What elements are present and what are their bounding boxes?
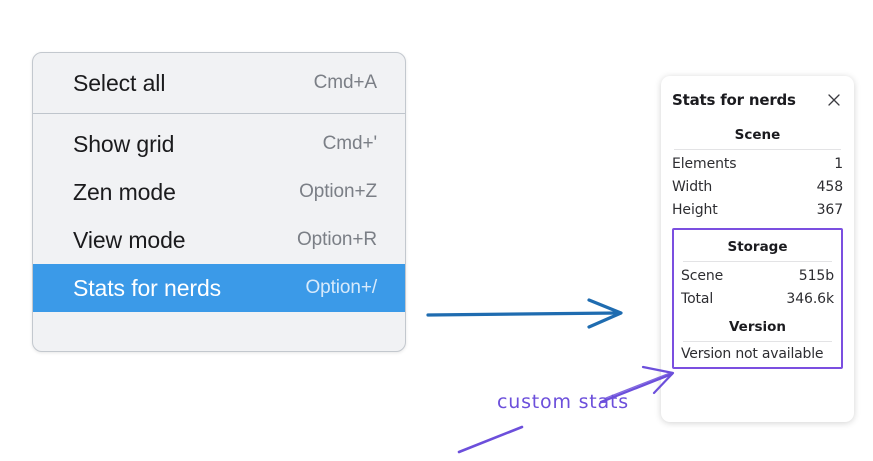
- menu-item-stats-for-nerds[interactable]: Stats for nerds Option+/: [33, 264, 405, 312]
- stat-key: Elements: [672, 155, 737, 172]
- divider: [683, 261, 832, 262]
- stats-for-nerds-panel: Stats for nerds Scene Elements 1 Width 4…: [661, 76, 854, 422]
- stat-key: Height: [672, 201, 718, 218]
- panel-header: Stats for nerds: [672, 76, 843, 118]
- menu-item-shortcut: Option+Z: [299, 181, 377, 202]
- divider: [674, 149, 841, 150]
- menu-item-label: Zen mode: [73, 178, 176, 205]
- menu-item-label: Select all: [73, 69, 166, 96]
- stat-row-storage-total: Total 346.6k: [681, 287, 834, 310]
- version-section-heading: Version: [728, 319, 787, 335]
- storage-section-heading: Storage: [727, 239, 788, 255]
- menu-item-shortcut: Option+R: [297, 229, 377, 250]
- context-menu: Select all Cmd+A Show grid Cmd+' Zen mod…: [32, 52, 406, 352]
- menu-item-select-all[interactable]: Select all Cmd+A: [33, 59, 405, 107]
- handwritten-note: custom stats: [497, 391, 629, 413]
- purple-underline-stroke: [457, 425, 524, 454]
- menu-item-shortcut: Cmd+A: [313, 72, 377, 93]
- stat-value: 346.6k: [786, 290, 834, 307]
- stat-row-height: Height 367: [672, 198, 843, 221]
- menu-group-2: Show grid Cmd+' Zen mode Option+Z View m…: [33, 114, 405, 318]
- stat-key: Width: [672, 178, 713, 195]
- stat-value: 515b: [798, 267, 834, 284]
- menu-item-show-grid[interactable]: Show grid Cmd+': [33, 120, 405, 168]
- menu-item-shortcut: Cmd+': [322, 133, 377, 154]
- menu-item-label: View mode: [73, 226, 186, 253]
- menu-item-view-mode[interactable]: View mode Option+R: [33, 216, 405, 264]
- custom-stats-boxed-region: Storage Scene 515b Total 346.6k Version …: [672, 228, 843, 369]
- stat-value: 1: [834, 155, 843, 172]
- stat-row-storage-scene: Scene 515b: [681, 264, 834, 287]
- stat-row-width: Width 458: [672, 175, 843, 198]
- blue-arrow: [426, 298, 623, 329]
- close-icon[interactable]: [825, 91, 843, 109]
- menu-item-shortcut: Option+/: [305, 277, 377, 298]
- stat-key: Total: [681, 290, 714, 307]
- stat-key: Scene: [681, 267, 724, 284]
- menu-item-zen-mode[interactable]: Zen mode Option+Z: [33, 168, 405, 216]
- menu-item-label: Show grid: [73, 130, 175, 157]
- version-text: Version not available: [681, 346, 824, 362]
- menu-item-label: Stats for nerds: [73, 274, 222, 301]
- stat-row-elements: Elements 1: [672, 152, 843, 175]
- scene-section-heading: Scene: [734, 127, 781, 143]
- menu-group-1: Select all Cmd+A: [33, 53, 405, 114]
- panel-title: Stats for nerds: [672, 91, 796, 109]
- divider: [683, 341, 832, 342]
- stat-value: 367: [816, 201, 844, 218]
- stat-value: 458: [816, 178, 844, 195]
